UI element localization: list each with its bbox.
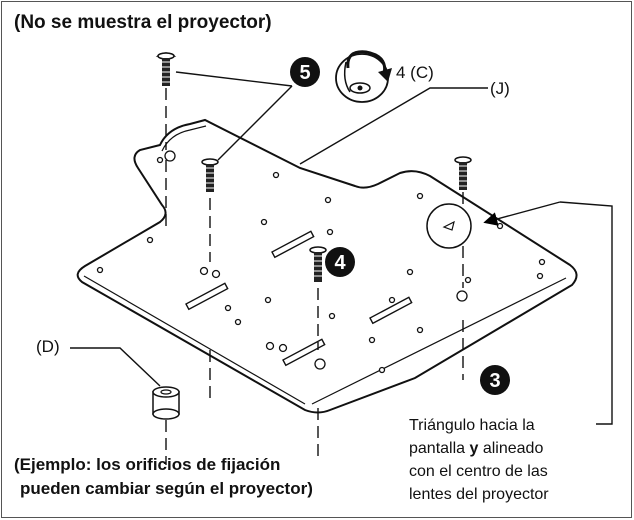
triangle-note-line1: Triángulo hacia la — [409, 417, 535, 434]
screw-icon — [155, 52, 177, 86]
step-5-badge: 5 — [290, 57, 320, 87]
step-3-badge: 3 — [480, 365, 510, 395]
label-d: (D) — [36, 337, 60, 356]
spacer-icon — [152, 386, 180, 420]
triangle-note-line3: con el centro de las — [409, 463, 548, 480]
torque-label: 4 (C) — [396, 63, 434, 82]
screw-icon — [309, 246, 327, 282]
svg-text:5: 5 — [299, 62, 310, 84]
svg-text:3: 3 — [489, 370, 500, 392]
clockwise-rotation-icon — [335, 50, 392, 103]
plate-slots — [185, 230, 413, 367]
triangle-note: Triángulo hacia la pantalla y alineado c… — [409, 417, 549, 503]
svg-text:4: 4 — [334, 252, 346, 274]
step-4-badge: 4 — [325, 247, 355, 277]
bottom-note-line1: (Ejemplo: los orificios de fijación — [14, 455, 280, 474]
screw-icon — [201, 158, 219, 192]
alignment-guides — [165, 88, 464, 465]
plate-holes — [96, 150, 546, 374]
leader-lines — [70, 71, 613, 425]
triangle-note-line4: lentes del proyector — [409, 486, 549, 503]
screw-icon — [454, 156, 472, 190]
triangle-marker-icon — [426, 203, 472, 249]
top-note: (No se muestra el proyector) — [14, 12, 272, 33]
bottom-note-line2: pueden cambiar según el proyector) — [20, 479, 313, 498]
triangle-note-line2: pantalla y alineado — [409, 440, 543, 457]
label-j: (J) — [490, 79, 510, 98]
